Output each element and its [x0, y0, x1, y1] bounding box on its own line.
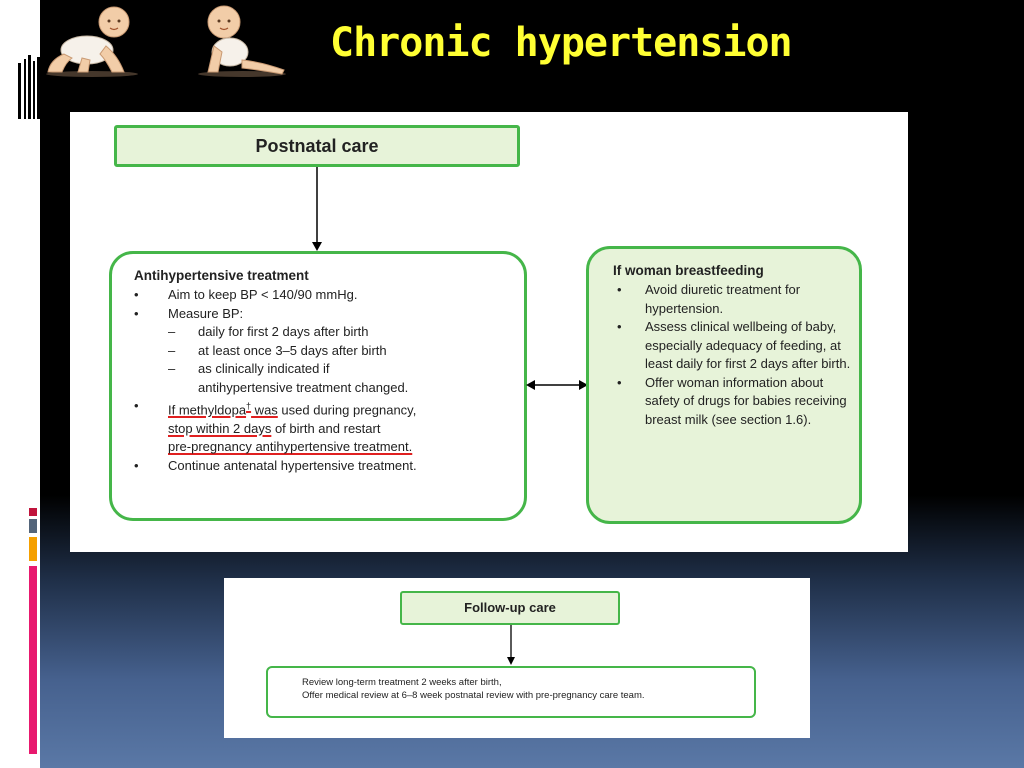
treatment-sub-bullet: at least once 3–5 days after birth: [168, 342, 524, 361]
accent-square-orange: [29, 537, 37, 561]
treatment-bullet-methyldopa: If methyldopa† was used during pregnancy…: [134, 397, 524, 457]
postnatal-care-box: Postnatal care: [114, 125, 520, 167]
followup-care-box: Follow-up care: [400, 591, 620, 625]
breastfeeding-heading: If woman breastfeeding: [613, 263, 764, 278]
antihypertensive-treatment-box: Antihypertensive treatment Aim to keep B…: [109, 251, 527, 521]
treatment-heading: Antihypertensive treatment: [134, 268, 309, 283]
treatment-sub-bullet: daily for first 2 days after birth: [168, 323, 524, 342]
accent-bar-pink: [29, 566, 37, 754]
breastfeeding-bullet: Assess clinical wellbeing of baby, espec…: [613, 318, 851, 374]
treatment-bullet: Continue antenatal hypertensive treatmen…: [134, 457, 524, 476]
followup-flowchart-panel: Follow-up care Review long-term treatmen…: [224, 578, 810, 738]
decorative-bars: [18, 55, 40, 119]
treatment-sub-bullet: as clinically indicated ifantihypertensi…: [168, 360, 524, 397]
treatment-bullet: Aim to keep BP < 140/90 mmHg.: [134, 286, 524, 305]
arrow-down-to-followup-list: [507, 625, 515, 665]
breastfeeding-bullet: Avoid diuretic treatment for hypertensio…: [613, 281, 851, 318]
double-arrow-connector: [526, 380, 588, 390]
postnatal-flowchart-panel: Postnatal care Antihypertensive treatmen…: [70, 112, 908, 552]
arrow-down-to-treatment: [312, 167, 322, 251]
followup-list-box: Review long-term treatment 2 weeks after…: [266, 666, 756, 718]
accent-square-gray: [29, 519, 37, 533]
baby-sitting-icon: [198, 5, 286, 77]
accent-square-red: [29, 508, 37, 516]
breastfeeding-box: If woman breastfeeding Avoid diuretic tr…: [586, 246, 862, 524]
followup-bullet: Offer medical review at 6–8 week postnat…: [302, 690, 645, 701]
baby-crawling-icon: [46, 6, 138, 77]
slide-title: Chronic hypertension: [330, 20, 793, 66]
followup-bullet: Review long-term treatment 2 weeks after…: [302, 677, 502, 688]
treatment-bullet: Measure BP: daily for first 2 days after…: [134, 305, 524, 398]
breastfeeding-bullet: Offer woman information about safety of …: [613, 374, 851, 430]
